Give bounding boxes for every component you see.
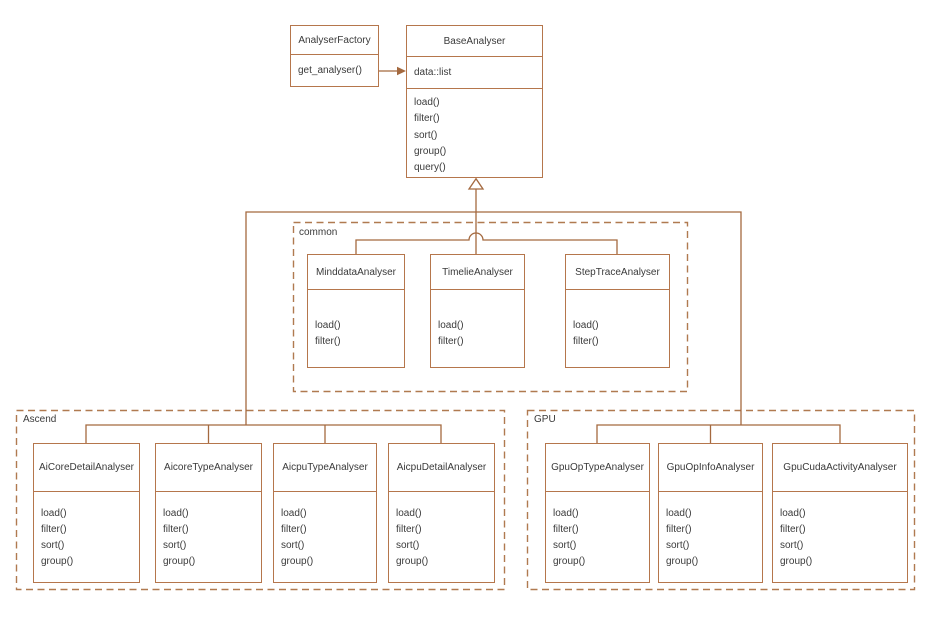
method-label: sort() bbox=[396, 540, 420, 551]
class-name: BaseAnalyser bbox=[407, 26, 542, 57]
class-methods: load() filter() sort() group() bbox=[389, 492, 494, 570]
gpu-bus-connector bbox=[596, 424, 841, 443]
class-box-aicpudetail-analyser: AicpuDetailAnalyser load() filter() sort… bbox=[388, 443, 495, 583]
method-label: load() bbox=[315, 320, 341, 331]
group-label-common: common bbox=[299, 227, 338, 238]
method-label: group() bbox=[396, 556, 429, 567]
class-name: GpuOpInfoAnalyser bbox=[659, 444, 762, 492]
method-label: get_analyser() bbox=[298, 65, 362, 76]
class-methods: load() filter() sort() group() query() bbox=[407, 89, 542, 176]
method-label: filter() bbox=[414, 113, 440, 125]
class-methods: load() filter() bbox=[431, 290, 524, 349]
inheritance-triangle-icon bbox=[467, 177, 485, 190]
method-label: load() bbox=[573, 320, 599, 331]
method-label: load() bbox=[281, 508, 307, 519]
class-box-analyser-factory: AnalyserFactory get_analyser() bbox=[290, 25, 379, 87]
method-label: load() bbox=[414, 97, 440, 108]
attribute-label: data::list bbox=[414, 67, 452, 78]
ascend-bus-connector bbox=[85, 424, 442, 443]
method-label: load() bbox=[438, 320, 464, 331]
class-name: GpuOpTypeAnalyser bbox=[546, 444, 649, 492]
method-label: sort() bbox=[281, 540, 305, 551]
class-box-gpuoptype-analyser: GpuOpTypeAnalyser load() filter() sort()… bbox=[545, 443, 650, 583]
method-label: load() bbox=[396, 508, 422, 519]
method-label: sort() bbox=[163, 540, 187, 551]
method-label: filter() bbox=[396, 524, 422, 535]
class-name: StepTraceAnalyser bbox=[566, 255, 669, 290]
class-box-aicoredetail-analyser: AiCoreDetailAnalyser load() filter() sor… bbox=[33, 443, 140, 583]
class-name: AnalyserFactory bbox=[291, 26, 378, 55]
method-label: sort() bbox=[414, 129, 438, 141]
common-bus-connector bbox=[355, 232, 618, 254]
method-label: sort() bbox=[666, 540, 690, 551]
method-label: filter() bbox=[666, 524, 692, 535]
method-label: group() bbox=[414, 145, 447, 157]
association-arrowhead-icon bbox=[397, 66, 406, 76]
group-label-gpu: GPU bbox=[534, 414, 556, 425]
class-methods: load() filter() sort() group() bbox=[546, 492, 649, 570]
class-box-gpucudaactivity-analyser: GpuCudaActivityAnalyser load() filter() … bbox=[772, 443, 908, 583]
class-methods: load() filter() bbox=[566, 290, 669, 349]
method-label: filter() bbox=[553, 524, 579, 535]
class-methods: load() filter() sort() group() bbox=[156, 492, 261, 570]
class-name: AicpuDetailAnalyser bbox=[389, 444, 494, 492]
class-box-base-analyser: BaseAnalyser data::list load() filter() … bbox=[406, 25, 543, 178]
method-label: filter() bbox=[315, 335, 341, 347]
class-name: GpuCudaActivityAnalyser bbox=[773, 444, 907, 492]
method-label: filter() bbox=[780, 524, 806, 535]
class-name: TimelieAnalyser bbox=[431, 255, 524, 290]
method-label: filter() bbox=[438, 335, 464, 347]
method-label: group() bbox=[163, 556, 196, 567]
method-label: load() bbox=[163, 508, 189, 519]
method-label: filter() bbox=[163, 524, 189, 535]
class-methods: load() filter() sort() group() bbox=[773, 492, 907, 570]
method-label: group() bbox=[780, 556, 813, 567]
method-label: load() bbox=[666, 508, 692, 519]
common-group-border bbox=[292, 221, 689, 393]
class-box-aicoretype-analyser: AicoreTypeAnalyser load() filter() sort(… bbox=[155, 443, 262, 583]
ascend-gpu-bracket-connector bbox=[245, 211, 742, 425]
method-label: load() bbox=[553, 508, 579, 519]
method-label: sort() bbox=[41, 540, 65, 551]
gpu-group-border bbox=[526, 409, 916, 591]
class-methods: load() filter() sort() group() bbox=[34, 492, 139, 570]
method-label: load() bbox=[780, 508, 806, 519]
class-methods: load() filter() sort() group() bbox=[659, 492, 762, 570]
class-name: AiCoreDetailAnalyser bbox=[34, 444, 139, 492]
class-methods: load() filter() bbox=[308, 290, 404, 349]
method-label: filter() bbox=[281, 524, 307, 535]
method-label: filter() bbox=[41, 524, 67, 535]
class-name: AicpuTypeAnalyser bbox=[274, 444, 376, 492]
method-label: group() bbox=[553, 556, 586, 567]
class-attributes: data::list bbox=[407, 57, 542, 89]
ascend-group-border bbox=[15, 409, 506, 591]
class-box-aicputype-analyser: AicpuTypeAnalyser load() filter() sort()… bbox=[273, 443, 377, 583]
method-label: group() bbox=[281, 556, 314, 567]
method-label: filter() bbox=[573, 335, 599, 347]
method-label: load() bbox=[41, 508, 67, 519]
class-name: AicoreTypeAnalyser bbox=[156, 444, 261, 492]
class-box-minddata-analyser: MinddataAnalyser load() filter() bbox=[307, 254, 405, 368]
method-label: group() bbox=[666, 556, 699, 567]
group-label-ascend: Ascend bbox=[23, 414, 57, 425]
class-box-timelie-analyser: TimelieAnalyser load() filter() bbox=[430, 254, 525, 368]
class-box-steptrace-analyser: StepTraceAnalyser load() filter() bbox=[565, 254, 670, 368]
method-label: group() bbox=[41, 556, 74, 567]
method-label: sort() bbox=[780, 540, 804, 551]
method-label: query() bbox=[414, 162, 446, 174]
class-methods: load() filter() sort() group() bbox=[274, 492, 376, 570]
method-label: sort() bbox=[553, 540, 577, 551]
class-methods: get_analyser() bbox=[291, 55, 378, 86]
class-box-gpuopinfo-analyser: GpuOpInfoAnalyser load() filter() sort()… bbox=[658, 443, 763, 583]
class-name: MinddataAnalyser bbox=[308, 255, 404, 290]
